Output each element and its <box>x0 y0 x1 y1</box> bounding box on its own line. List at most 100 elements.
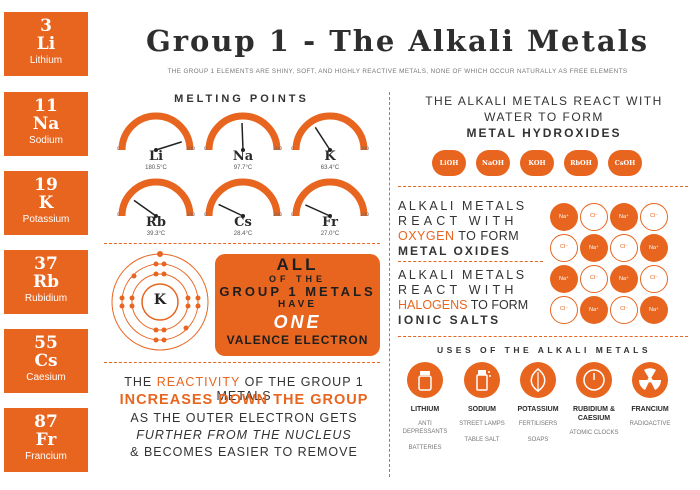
lattice-cl-ion: Cl⁻ <box>550 234 578 262</box>
gauge-needle <box>305 204 331 217</box>
valence-line: ONE <box>273 312 322 332</box>
lattice-na-ion: Na⁺ <box>580 296 608 324</box>
element-name: Francium <box>25 451 67 462</box>
gauge-k: 0 200 K 63.4°C <box>287 112 373 172</box>
atomic-number: 55 <box>34 333 58 353</box>
gauge-symbol: K <box>324 149 336 164</box>
halogen-highlight: HALOGENS <box>398 298 468 312</box>
gauge-max: 200 <box>186 213 195 218</box>
gauge-temp: 180.5°C <box>145 165 167 171</box>
gauge-li: 0 200 Li 180.5°C <box>113 112 199 172</box>
lattice-na-ion: Na⁺ <box>550 203 578 231</box>
gauge-max: 200 <box>360 213 369 218</box>
use-potassium: POTASSIUM FERTILISERS SOAPS <box>510 362 566 444</box>
hydroxide-pill-rboh: RbOH <box>564 150 598 176</box>
gauge-symbol: Fr <box>322 215 338 230</box>
gauge-min: 0 <box>291 147 294 152</box>
hydroxide-pill-koh: KOH <box>520 150 554 176</box>
use-detail: STREET LAMPS <box>459 421 505 427</box>
gauge-temp: 63.4°C <box>320 165 340 171</box>
lattice-cl-ion: Cl⁻ <box>640 203 668 231</box>
gauge-max: 200 <box>186 147 195 152</box>
oxygen-line-2: REACT WITH <box>398 214 518 228</box>
lattice-na-ion: Na⁺ <box>550 265 578 293</box>
gauge-needle <box>133 199 157 217</box>
gauge-fr: 0 200 Fr 27.0°C <box>287 178 373 238</box>
atomic-number: 19 <box>34 175 58 195</box>
element-name: Caesium <box>26 372 66 383</box>
divider <box>389 92 390 477</box>
lattice-cl-ion: Cl⁻ <box>580 265 608 293</box>
reactivity-line-4: FURTHER FROM THE NUCLEUS <box>136 428 352 442</box>
gauge-symbol: Cs <box>234 215 252 230</box>
use-rubidium-caesium: RUBIDIUM & CAESIUM ATOMIC CLOCKS <box>566 362 622 437</box>
gauge-rb: 0 200 Rb 39.3°C <box>113 178 199 238</box>
reactivity-line-2: INCREASES DOWN THE GROUP <box>119 392 369 408</box>
halogen-text: TO FORM <box>467 298 529 312</box>
water-line-3: METAL HYDROXIDES <box>466 126 622 140</box>
gauge-max: 200 <box>273 147 282 152</box>
element-symbol: K <box>38 193 54 213</box>
gauge-min: 0 <box>204 213 207 218</box>
pill-bottle-icon <box>407 362 443 398</box>
reactivity-highlight: REACTIVITY <box>156 375 241 389</box>
use-francium: FRANCIUM RADIOACTIVE <box>622 362 678 428</box>
divider <box>398 336 688 337</box>
halogen-line-3: HALOGENS TO FORM <box>398 298 544 312</box>
use-detail: BATTERIES <box>408 445 442 451</box>
valence-line: ALL <box>276 255 319 274</box>
element-tile-rubidium: 37 Rb Rubidium <box>4 250 88 314</box>
divider <box>104 362 380 363</box>
use-detail: TABLE SALT <box>464 437 500 443</box>
reactivity-text: THE <box>124 375 157 389</box>
use-name: FRANCIUM <box>631 406 669 413</box>
oxygen-line-3: OXYGEN TO FORM <box>398 229 544 243</box>
use-detail: RADIOACTIVE <box>629 421 671 427</box>
gauge-min: 0 <box>291 213 294 218</box>
lattice-cl-ion: Cl⁻ <box>610 234 638 262</box>
reactivity-line-3: AS THE OUTER ELECTRON GETS <box>130 411 358 425</box>
element-symbol: Na <box>32 114 60 134</box>
gauge-temp: 97.7°C <box>233 165 253 171</box>
halogen-line-4: IONIC SALTS <box>398 313 501 327</box>
lattice-na-ion: Na⁺ <box>610 203 638 231</box>
salt-shaker-icon <box>464 362 500 398</box>
element-name: Sodium <box>29 135 63 146</box>
gauge-max: 200 <box>360 147 369 152</box>
atomic-number: 3 <box>40 16 52 36</box>
element-symbol: Li <box>36 34 56 54</box>
atom-icon <box>111 251 209 351</box>
valence-line: GROUP 1 METALS <box>219 284 376 299</box>
gauge-needle <box>155 141 182 151</box>
gauge-dial-icon <box>292 178 368 218</box>
reactivity-line-5: & BECOMES EASIER TO REMOVE <box>130 445 358 459</box>
clock-icon <box>576 362 612 398</box>
gauge-dial-icon <box>118 178 194 218</box>
gauge-symbol: Rb <box>146 215 166 230</box>
water-line-1: THE ALKALI METALS REACT WITH <box>425 94 663 108</box>
gauge-symbol: Na <box>232 149 254 164</box>
use-sodium: SODIUM STREET LAMPS TABLE SALT <box>454 362 510 444</box>
water-line-2: WATER TO FORM <box>484 110 604 124</box>
hydroxide-pill-lioh: LiOH <box>432 150 466 176</box>
gauge-max: 200 <box>273 213 282 218</box>
gauge-dial-icon <box>205 112 281 152</box>
use-detail: FERTILISERS <box>518 421 558 427</box>
valence-line: VALENCE ELECTRON <box>226 333 369 347</box>
use-detail: ATOMIC CLOCKS <box>569 430 619 436</box>
leaf-icon <box>520 362 556 398</box>
element-name: Rubidium <box>24 293 68 304</box>
gauge-min: 0 <box>117 213 120 218</box>
element-name: Lithium <box>29 55 63 66</box>
gauge-needle <box>241 122 244 151</box>
use-detail: SOAPS <box>527 437 549 443</box>
oxygen-line-1: ALKALI METALS <box>398 199 527 213</box>
page-subtitle: THE GROUP 1 ELEMENTS ARE SHINY, SOFT, AN… <box>167 68 628 75</box>
oxygen-highlight: OXYGEN <box>398 229 455 243</box>
halogen-line-1: ALKALI METALS <box>398 268 527 282</box>
ionic-lattice: Na⁺ Cl⁻ Na⁺ Cl⁻ Cl⁻ Na⁺ Cl⁻ Na⁺ Na⁺ Cl⁻ … <box>550 203 690 327</box>
element-symbol: Rb <box>32 272 59 292</box>
valence-callout: ALL OF THE GROUP 1 METALS HAVE ONE VALEN… <box>215 254 380 356</box>
element-tile-sodium: 11 Na Sodium <box>4 92 88 156</box>
hydroxide-pill-csoh: CsOH <box>608 150 642 176</box>
